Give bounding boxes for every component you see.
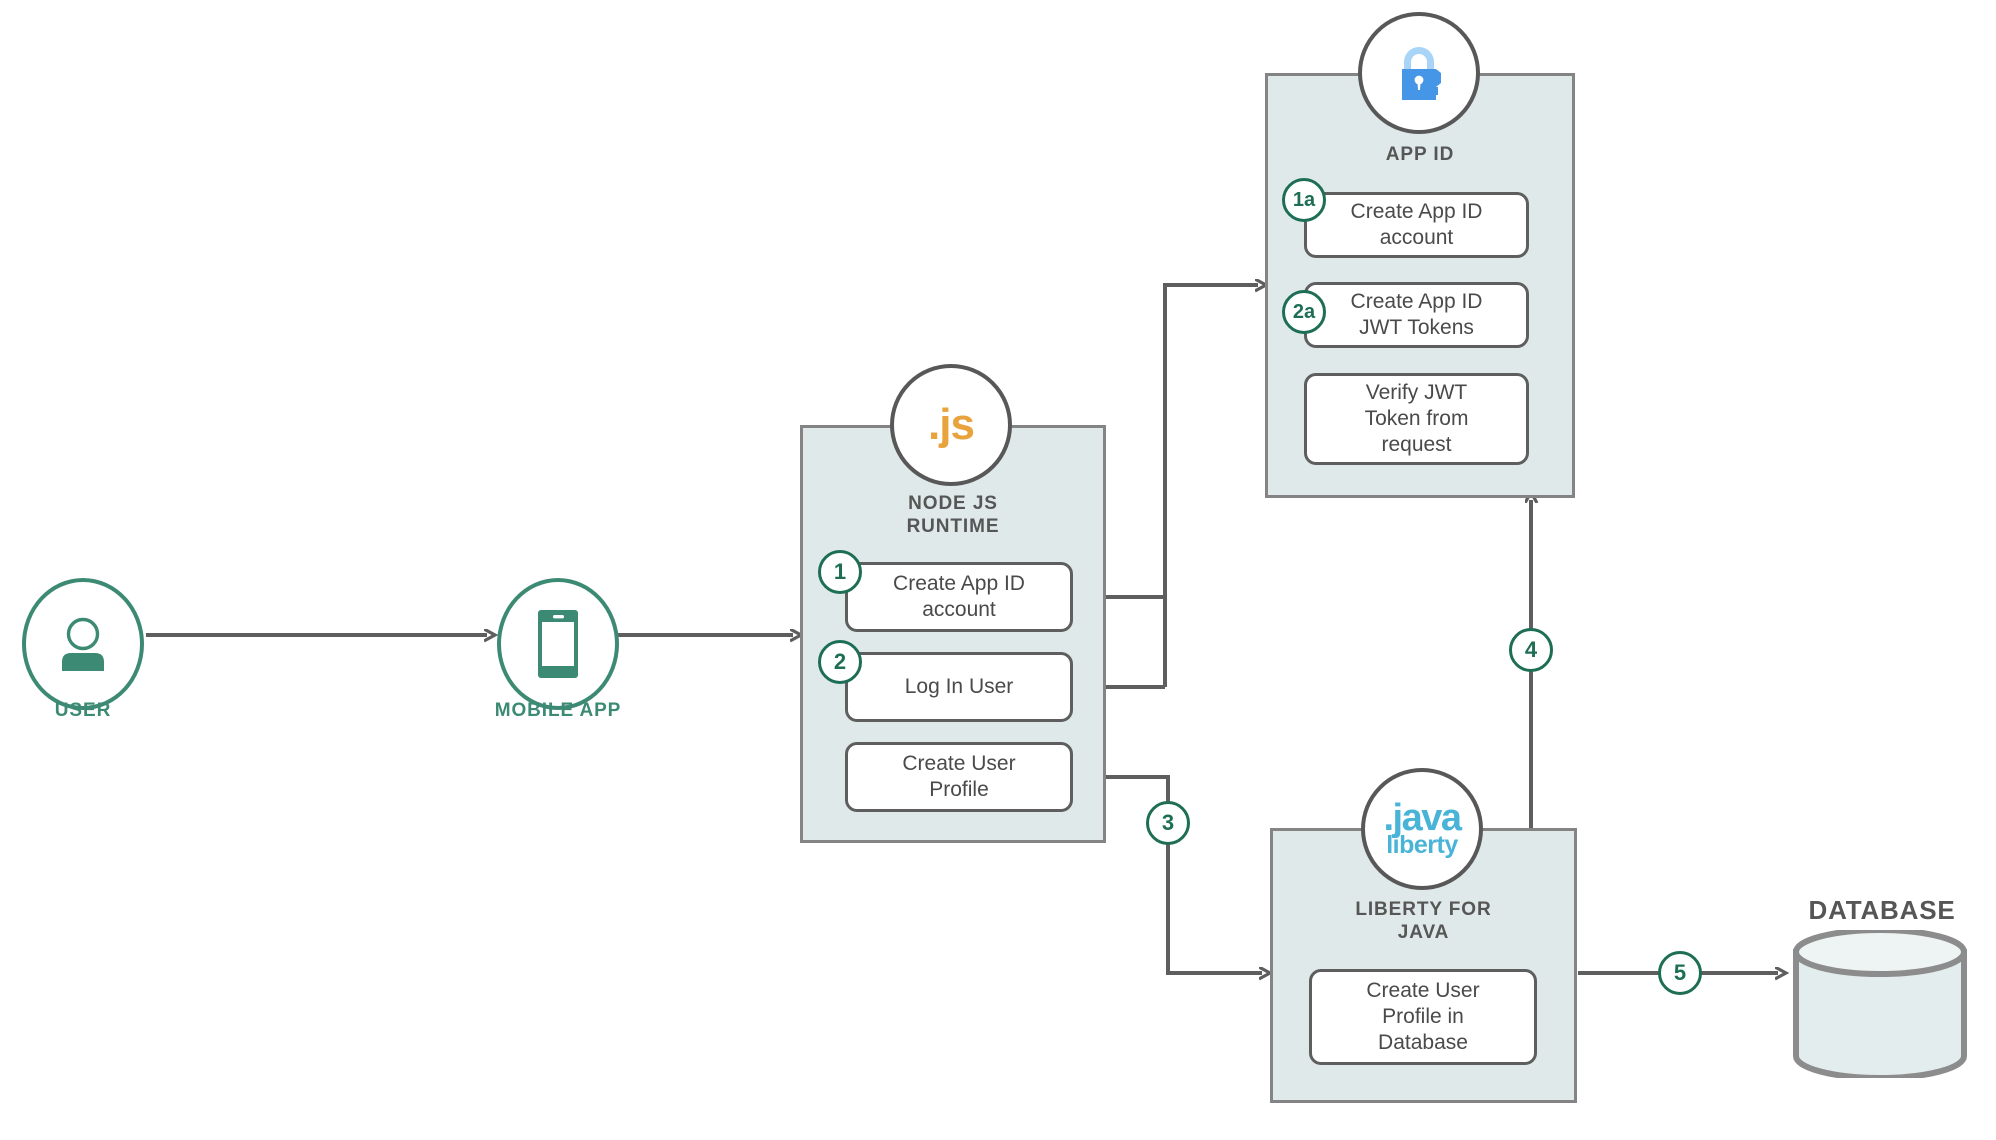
step-badge-1: 1 <box>818 550 862 594</box>
user-avatar-icon <box>62 617 104 671</box>
nodejs-dotjs-logo: .js <box>928 400 975 449</box>
panel-title-line: APP ID <box>1385 144 1455 165</box>
task-log-in-user[interactable]: Log In User <box>845 652 1073 722</box>
panel-node-js-runtime-title: NODE JS RUNTIME <box>800 492 1106 538</box>
task-appid-verify-jwt[interactable]: Verify JWT Token from request <box>1304 373 1529 465</box>
step-badge-2: 2 <box>818 640 862 684</box>
task-appid-create-account[interactable]: Create App ID account <box>1304 192 1529 258</box>
task-create-user-profile-in-database[interactable]: Create User Profile in Database <box>1309 969 1537 1065</box>
task-line: Profile in <box>1382 1005 1464 1028</box>
task-create-user-profile[interactable]: Create User Profile <box>845 742 1073 812</box>
actor-mobile-app-label: MOBILE APP <box>494 700 622 721</box>
java-logo-line-2: liberty <box>1386 830 1458 859</box>
task-line: Database <box>1378 1031 1468 1054</box>
actor-mobile-app[interactable] <box>497 578 619 710</box>
task-line: Create App ID <box>893 572 1025 595</box>
panel-app-id-title: APP ID <box>1265 143 1575 166</box>
actor-user[interactable] <box>22 578 144 710</box>
task-line: account <box>922 598 996 621</box>
task-line: Create App ID <box>1350 200 1483 223</box>
step-badge-2a: 2a <box>1282 290 1326 334</box>
step-badge-5: 5 <box>1658 951 1702 995</box>
actor-user-label: USER <box>54 700 112 721</box>
panel-title-line: LIBERTY FOR <box>1355 899 1492 920</box>
java-logo-line-1: .java <box>1383 797 1462 840</box>
database-cylinder-icon <box>1793 930 1967 1078</box>
step-badge-3: 3 <box>1146 801 1190 845</box>
step-badge-4: 4 <box>1509 628 1553 672</box>
wire-merge-to-appid <box>1163 285 1258 687</box>
task-line: Verify JWT <box>1365 381 1468 404</box>
step-badge-1a: 1a <box>1282 178 1326 222</box>
task-line: Token from <box>1364 407 1469 430</box>
task-line: Create App ID <box>1350 290 1483 313</box>
java-liberty-logo-bubble: .java liberty <box>1361 768 1483 890</box>
task-create-app-id-account[interactable]: Create App ID account <box>845 562 1073 632</box>
task-line: Create User <box>902 752 1016 775</box>
nodejs-logo-bubble: .js <box>890 364 1012 486</box>
panel-title-line: JAVA <box>1397 922 1450 943</box>
task-line: JWT Tokens <box>1359 316 1474 339</box>
app-id-lock-logo <box>1402 47 1441 100</box>
smartphone-icon <box>538 610 578 678</box>
task-line: Profile <box>929 778 989 801</box>
task-line: account <box>1379 226 1454 249</box>
java-liberty-logo: .java liberty <box>1383 797 1462 859</box>
panel-title-line: RUNTIME <box>906 516 1000 537</box>
task-line: request <box>1381 433 1452 456</box>
panel-liberty-for-java-title: LIBERTY FOR JAVA <box>1270 898 1577 944</box>
panel-title-line: NODE JS <box>908 493 998 514</box>
task-line: Log In User <box>904 675 1014 698</box>
task-line: Create User <box>1366 979 1480 1002</box>
app-id-logo-bubble <box>1358 12 1480 134</box>
database-label: DATABASE <box>1808 895 1956 925</box>
task-appid-create-jwt[interactable]: Create App ID JWT Tokens <box>1304 282 1529 348</box>
